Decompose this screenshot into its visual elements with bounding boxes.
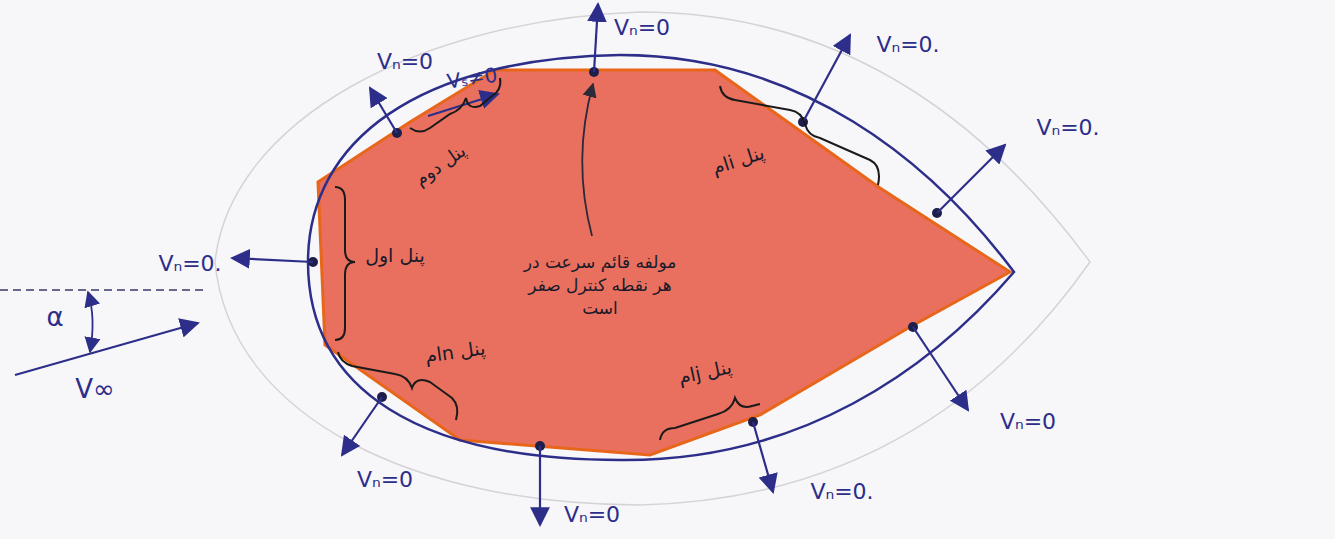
freestream-velocity: V∞ (75, 374, 114, 405)
control-points (308, 67, 942, 451)
reference-line (0, 289, 205, 291)
velocity-condition: Vₙ=0 (564, 502, 620, 528)
panel-body (318, 70, 1010, 455)
velocity-condition: Vₙ=0. (1036, 115, 1099, 141)
panel-braces (335, 78, 879, 440)
note-text: مولفه قائم سرعت در هر نقطه کنترل صفر است (513, 251, 688, 320)
panel-name: پنل اول (365, 244, 425, 267)
angle-arc (88, 292, 93, 352)
velocity-condition: Vₙ=0 (357, 467, 413, 493)
freestream-arrow (15, 323, 198, 375)
normal-vectors (232, 4, 1005, 525)
note-arrow (582, 84, 593, 236)
velocity-condition: Vₙ=0. (158, 251, 221, 277)
velocity-condition: Vₙ=0 (614, 15, 670, 41)
angle-symbol: α (46, 302, 63, 333)
velocity-condition: Vₙ=0 (1000, 409, 1056, 435)
body-contour (308, 55, 1014, 460)
velocity-condition: Vₙ=0. (876, 32, 939, 58)
ghost-outline (215, 12, 1090, 505)
velocity-condition: Vₙ=0. (810, 479, 873, 505)
velocity-condition: Vₙ=0 (377, 49, 433, 75)
